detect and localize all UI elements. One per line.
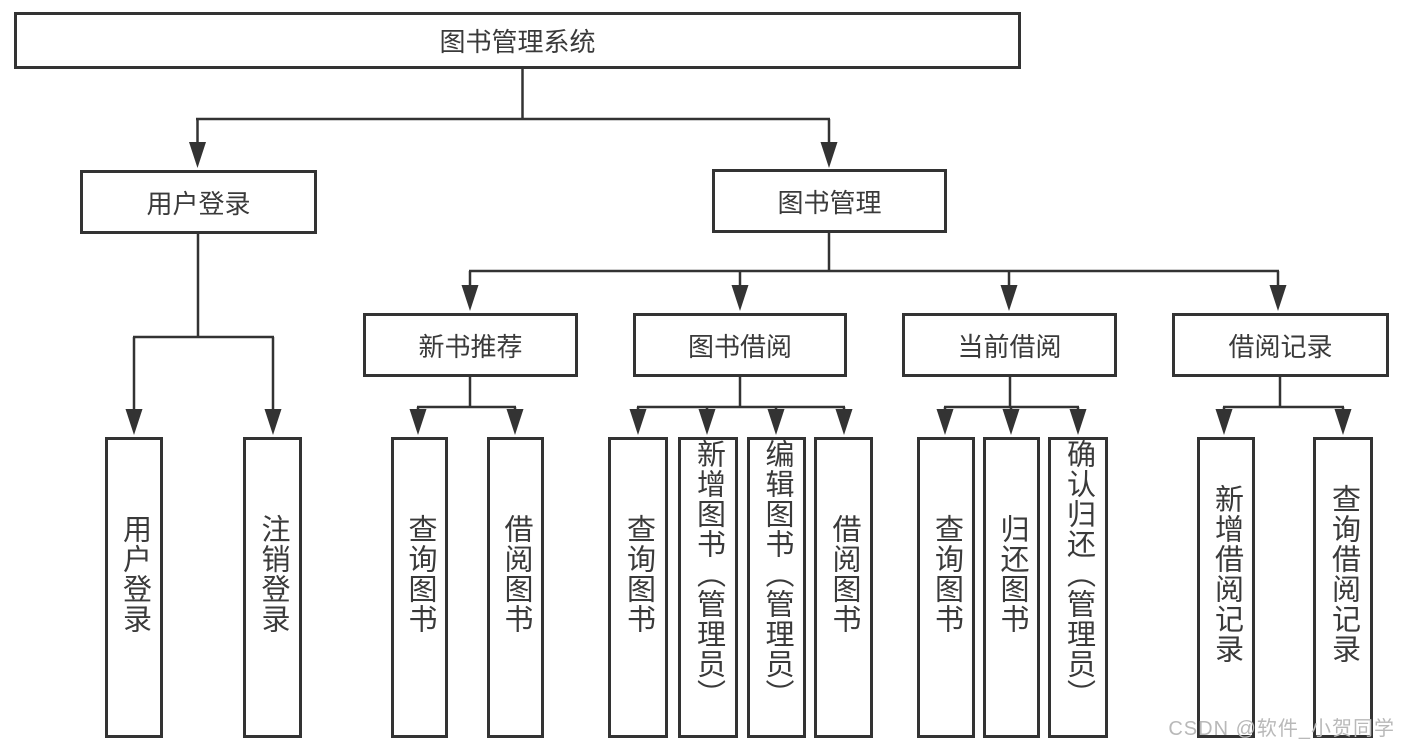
arrowhead-icon bbox=[1215, 409, 1233, 435]
arrowhead-icon bbox=[835, 409, 853, 435]
arrowhead-icon bbox=[409, 409, 427, 435]
leaf-logout: 注销登录 bbox=[243, 437, 302, 738]
leaf-query-books-c: 查询图书 bbox=[917, 437, 975, 738]
node-book-management: 图书管理 bbox=[712, 169, 947, 233]
arrowhead-icon bbox=[1069, 409, 1087, 435]
arrowhead-icon bbox=[1269, 285, 1287, 311]
arrowhead-icon bbox=[731, 285, 749, 311]
arrowhead-icon bbox=[629, 409, 647, 435]
leaf-return-books: 归还图书 bbox=[983, 437, 1040, 738]
arrowhead-icon bbox=[506, 409, 524, 435]
leaf-query-books-a: 查询图书 bbox=[391, 437, 448, 738]
node-current-borrow: 当前借阅 bbox=[902, 313, 1117, 377]
arrowhead-icon bbox=[936, 409, 954, 435]
node-label: 图书管理 bbox=[777, 187, 882, 218]
arrowhead-icon bbox=[125, 409, 143, 435]
arrowhead-icon bbox=[767, 409, 785, 435]
node-book-borrow: 图书借阅 bbox=[633, 313, 847, 377]
node-label: 借阅图书 bbox=[500, 513, 532, 634]
node-label: 用户登录 bbox=[146, 188, 251, 219]
node-label: 查询借阅记录 bbox=[1327, 483, 1360, 664]
arrowhead-icon bbox=[820, 142, 838, 168]
node-label: 查询图书 bbox=[622, 513, 655, 634]
node-label: 归还图书 bbox=[996, 513, 1028, 634]
node-label: 编辑图书（管理员） bbox=[761, 438, 793, 709]
node-user-login: 用户登录 bbox=[80, 170, 317, 234]
arrowhead-icon bbox=[264, 409, 282, 435]
arrowhead-icon bbox=[461, 285, 479, 311]
node-label: 新书推荐 bbox=[418, 331, 523, 362]
node-label: 注销登录 bbox=[257, 513, 289, 634]
node-label: 新增借阅记录 bbox=[1210, 483, 1243, 664]
leaf-borrow-books-a: 借阅图书 bbox=[487, 437, 544, 738]
leaf-query-books-b: 查询图书 bbox=[608, 437, 668, 738]
csdn-watermark: CSDN @软件_小贺同学 bbox=[1168, 718, 1395, 740]
node-label: 当前借阅 bbox=[957, 331, 1062, 362]
node-label: 新增图书（管理员） bbox=[692, 438, 725, 709]
node-label: 查询图书 bbox=[930, 513, 963, 634]
node-label: 借阅记录 bbox=[1228, 331, 1333, 362]
node-library-system: 图书管理系统 bbox=[14, 12, 1021, 69]
arrowhead-icon bbox=[1000, 285, 1018, 311]
arrowhead-icon bbox=[1002, 409, 1020, 435]
leaf-borrow-books-b: 借阅图书 bbox=[814, 437, 873, 738]
arrowhead-icon bbox=[1334, 409, 1352, 435]
node-label: 借阅图书 bbox=[828, 513, 860, 634]
node-new-book-recommend: 新书推荐 bbox=[363, 313, 578, 377]
leaf-add-borrow-record: 新增借阅记录 bbox=[1197, 437, 1255, 738]
leaf-add-books-admin: 新增图书（管理员） bbox=[678, 437, 738, 738]
node-label: 图书管理系统 bbox=[439, 27, 596, 57]
node-label: 确认归还（管理员） bbox=[1062, 438, 1095, 709]
node-label: 查询图书 bbox=[404, 513, 436, 634]
leaf-user-login: 用户登录 bbox=[105, 437, 163, 738]
node-borrow-records: 借阅记录 bbox=[1172, 313, 1389, 377]
node-label: 用户登录 bbox=[118, 513, 151, 634]
leaf-confirm-return-admin: 确认归还（管理员） bbox=[1048, 437, 1108, 738]
arrowhead-icon bbox=[698, 409, 716, 435]
node-label: 图书借阅 bbox=[687, 331, 792, 362]
arrowhead-icon bbox=[189, 142, 206, 168]
leaf-query-borrow-record: 查询借阅记录 bbox=[1313, 437, 1373, 738]
leaf-edit-books-admin: 编辑图书（管理员） bbox=[747, 437, 806, 738]
